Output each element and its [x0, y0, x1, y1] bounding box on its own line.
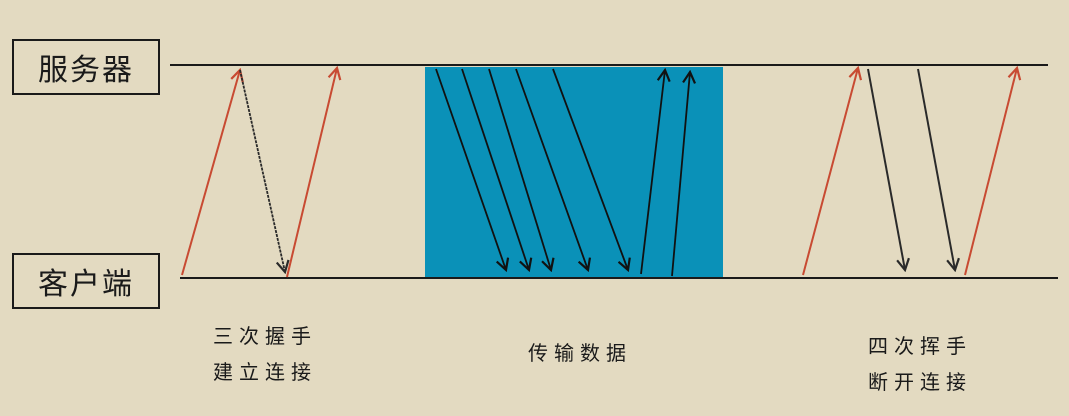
server-label: 服务器 [38, 53, 134, 88]
server-label-box: 服务器 [12, 39, 160, 95]
wave-caption: 四次挥手 断开连接 [830, 328, 1010, 400]
wave-caption-line2: 断开连接 [868, 370, 972, 394]
handshake-arrows [181, 68, 337, 278]
transfer-caption: 传输数据 [490, 335, 670, 371]
wave-fin-arrow [802, 68, 858, 276]
transfer-down-arrow [515, 68, 588, 270]
transfer-caption-line1: 传输数据 [528, 341, 632, 365]
wave-fin-arrow-2 [917, 68, 955, 270]
wave-arrows [802, 68, 1017, 276]
transfer-up-arrow [640, 70, 665, 275]
transfer-up-arrow [671, 72, 690, 277]
handshake-caption-line1: 三次握手 [213, 324, 317, 348]
handshake-syn-arrow [181, 70, 240, 276]
transfer-down-arrow [461, 68, 529, 270]
handshake-caption-line2: 建立连接 [213, 360, 317, 384]
handshake-syn-ack-arrow [239, 69, 285, 272]
wave-ack-arrow [867, 68, 905, 270]
client-label: 客户端 [38, 267, 134, 302]
client-label-box: 客户端 [12, 253, 160, 309]
transfer-arrows [435, 68, 690, 277]
transfer-block [425, 67, 723, 277]
transfer-down-arrow [488, 68, 551, 270]
handshake-caption: 三次握手 建立连接 [175, 318, 355, 390]
wave-caption-line1: 四次挥手 [868, 334, 972, 358]
transfer-down-arrow [435, 68, 506, 270]
wave-last-ack-arrow [964, 68, 1017, 276]
transfer-down-arrow [552, 68, 628, 270]
handshake-ack-arrow [286, 68, 337, 278]
